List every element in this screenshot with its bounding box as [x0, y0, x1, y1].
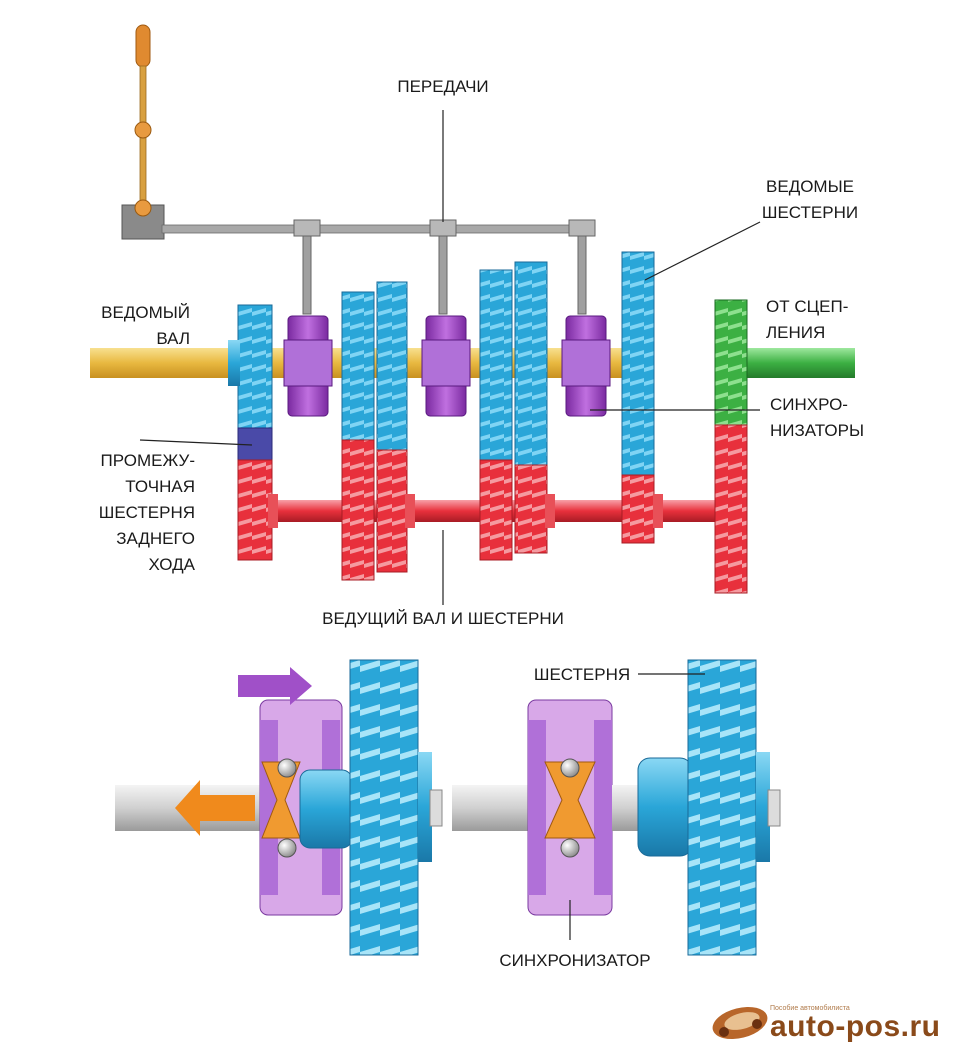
watermark-small: Пособие автомобилиста [770, 1004, 850, 1012]
car-logo-icon [712, 1006, 768, 1040]
drive-shaft-label: ВЕДУЩИЙ ВАЛ И ШЕСТЕРНИ [322, 609, 564, 628]
gear-set [228, 251, 748, 594]
synchronizers-label-1: СИНХРО- [770, 395, 848, 414]
watermark-site: auto-pos.ru [770, 1010, 941, 1043]
leader-lines [139, 221, 761, 446]
reverse-idler-label-1: ПРОМЕЖУ- [101, 451, 195, 470]
selector-rod [161, 110, 596, 315]
synchronizer-label: СИНХРОНИЗАТОР [499, 951, 650, 970]
driven-shaft-label-1: ВЕДОМЫЙ [101, 303, 190, 322]
from-clutch-label-2: ЛЕНИЯ [766, 323, 825, 342]
synchronizers-label-2: НИЗАТОРЫ [770, 421, 864, 440]
from-clutch-label-1: ОТ СЦЕП- [766, 297, 848, 316]
gear-lever [121, 24, 165, 240]
bottom-leader-lines [569, 673, 705, 940]
reverse-idler-label-5: ХОДА [149, 555, 196, 574]
gear-label: ШЕСТЕРНЯ [534, 665, 630, 684]
watermark: Пособие автомобилиста auto-pos.ru [712, 1004, 941, 1043]
reverse-idler-label-3: ШЕСТЕРНЯ [99, 503, 195, 522]
gears-label: ПЕРЕДАЧИ [397, 77, 488, 96]
reverse-idler-label-4: ЗАДНЕГО [116, 529, 195, 548]
driven-gears-label-2: ШЕСТЕРНИ [762, 203, 858, 222]
reverse-idler-label-2: ТОЧНАЯ [125, 477, 195, 496]
synchro-detail-engaged [452, 659, 781, 956]
driven-shaft-label-2: ВАЛ [156, 329, 190, 348]
driven-gears-label-1: ВЕДОМЫЕ [766, 177, 854, 196]
synchro-detail-engaging [115, 659, 443, 956]
